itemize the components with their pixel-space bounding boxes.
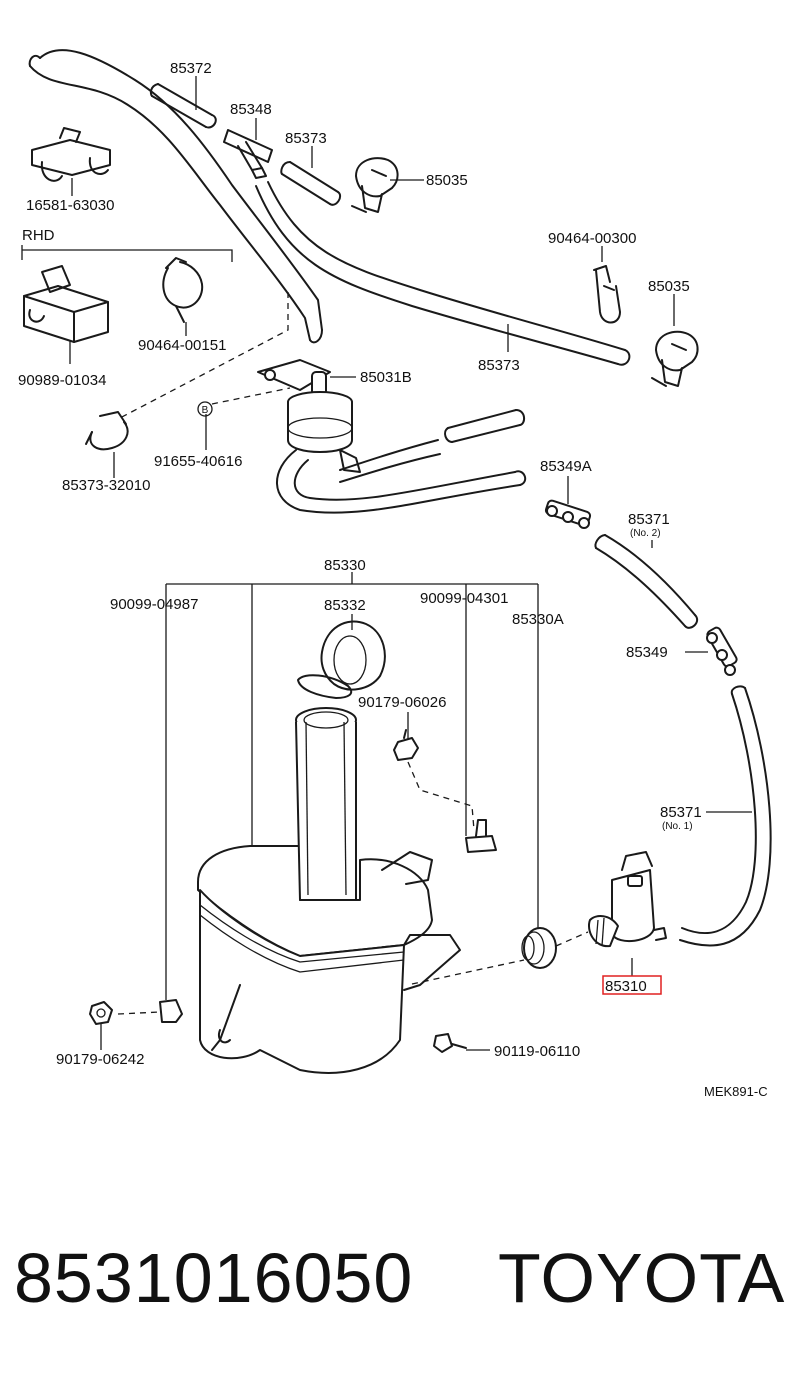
hose-85373-long	[255, 181, 631, 366]
joint-85348	[223, 129, 273, 179]
joint-85349	[706, 626, 738, 676]
label-16581-63030: 16581-63030	[26, 197, 114, 214]
label-85035-right: 85035	[648, 278, 690, 295]
label-85035-top: 85035	[426, 172, 468, 189]
label-85371-no2: 85371	[628, 511, 670, 528]
pump-85031B	[257, 359, 361, 473]
bolt-90119-06110	[433, 1033, 467, 1053]
hose-85373-short	[280, 161, 342, 206]
label-85310: 85310	[605, 978, 647, 995]
label-85371-no1: 85371	[660, 804, 702, 821]
clip-16581-63030	[31, 127, 111, 182]
clip-90464-00151	[162, 257, 204, 323]
bolt-90179-06026	[393, 729, 419, 761]
cap-85332	[297, 620, 386, 699]
washer-motor-85310	[588, 851, 667, 948]
label-90099-04301: 90099-04301	[420, 590, 508, 607]
label-90119-06110: 90119-06110	[494, 1043, 580, 1060]
label-85373-32010: 85373-32010	[62, 477, 150, 494]
label-85373-mid: 85373	[478, 357, 520, 374]
clip-90989-01034	[23, 265, 109, 343]
label-90464-00300: 90464-00300	[548, 230, 636, 247]
label-90179-06242: 90179-06242	[56, 1051, 144, 1068]
label-85031B: 85031B	[360, 369, 412, 386]
label-90099-04987: 90099-04987	[110, 596, 198, 613]
label-85349: 85349	[626, 644, 668, 661]
leader-lines	[21, 76, 752, 1051]
assembly-lines	[117, 292, 589, 1015]
label-85348: 85348	[230, 101, 272, 118]
hose-85372	[149, 83, 217, 129]
clip-85373-32010	[85, 411, 129, 451]
svg-text:B: B	[202, 405, 209, 416]
figure-code: MEK891-C	[704, 1084, 768, 1099]
joint-85349A	[544, 499, 592, 529]
label-90464-00151: 90464-00151	[138, 337, 226, 354]
label-no2: (No. 2)	[630, 528, 661, 539]
nut-bracket	[465, 819, 497, 853]
label-rhd: RHD	[22, 227, 55, 244]
nozzle-85035-top	[351, 157, 399, 213]
label-no1: (No. 1)	[662, 821, 693, 832]
label-90179-06026: 90179-06026	[358, 694, 446, 711]
label-85349A: 85349A	[540, 458, 592, 475]
pump-hoses	[276, 409, 527, 514]
grommet	[521, 927, 557, 969]
nozzle-85035-right	[651, 330, 699, 387]
nut-90179-06242	[89, 1001, 113, 1025]
hose-85371-no1	[679, 685, 772, 947]
label-90989-01034: 90989-01034	[18, 372, 106, 389]
hose-85372-long	[28, 49, 323, 344]
clip-90464-00300	[593, 265, 621, 324]
label-85330: 85330	[324, 557, 366, 574]
bolt-90099-04987	[159, 999, 183, 1023]
label-85372: 85372	[170, 60, 212, 77]
label-85332: 85332	[324, 597, 366, 614]
circle-b-marker: B	[197, 401, 213, 417]
hose-85371-no2	[594, 534, 699, 629]
highlight-box-85310	[602, 975, 662, 995]
footer-part-number: 8531016050	[14, 1239, 413, 1317]
footer-brand: TOYOTA	[498, 1239, 785, 1317]
label-85330A: 85330A	[512, 611, 564, 628]
label-85373-top: 85373	[285, 130, 327, 147]
tank-85330	[197, 707, 461, 1074]
label-91655-40616: 91655-40616	[154, 453, 242, 470]
